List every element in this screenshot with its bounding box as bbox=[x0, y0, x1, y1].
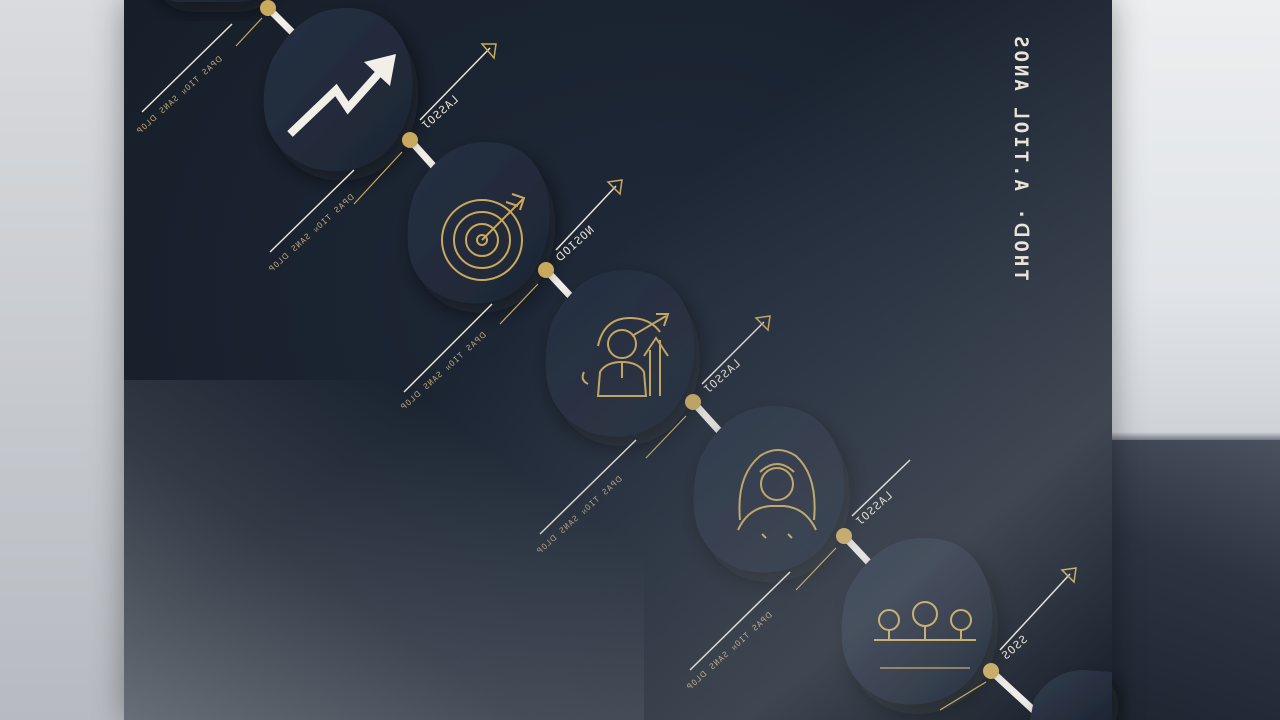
guide-line bbox=[141, 23, 233, 113]
timeline-node bbox=[836, 528, 852, 544]
woman-avatar-icon bbox=[737, 449, 817, 539]
guide-line bbox=[353, 151, 403, 205]
pointer-line bbox=[999, 573, 1071, 651]
timeline-node bbox=[260, 0, 276, 16]
step-label-3: ƖOƧƧA⅃ bbox=[701, 356, 743, 396]
background-wall-left bbox=[0, 0, 124, 720]
guide-line bbox=[403, 303, 493, 393]
step-card-partial-bottom bbox=[1030, 670, 1112, 720]
guide-line bbox=[645, 415, 687, 459]
step-label-5: ƧOƧƧ bbox=[999, 632, 1030, 662]
pointer-arrowhead bbox=[606, 179, 623, 196]
guide-line bbox=[939, 681, 987, 711]
step-card-partial-top bbox=[169, 0, 251, 2]
guide-line bbox=[689, 571, 791, 671]
guide-line bbox=[235, 17, 263, 47]
step-card-5 bbox=[841, 538, 993, 705]
step-caption-4: ꟼO⅃ꓷ ƧИAƧ ᴎOIT ƧAꟼꓷ bbox=[685, 610, 774, 692]
step-caption-3: ꟼO⅃ꓷ ƧИAƧ ᴎOIT ƧAꟼꓷ bbox=[535, 474, 624, 556]
pointer-arrowhead bbox=[754, 315, 771, 332]
guide-line bbox=[539, 439, 637, 535]
step-caption: ꟼO⅃ꓷ ƧИAƧ ᴎOIT ƧAꟼꓷ bbox=[135, 54, 224, 136]
timeline-node bbox=[538, 262, 554, 278]
step-card-4 bbox=[693, 406, 845, 573]
timeline-node bbox=[685, 394, 701, 410]
target-icon bbox=[441, 193, 526, 281]
timeline-node bbox=[983, 663, 999, 679]
pointer-line bbox=[701, 321, 765, 385]
pointer-line bbox=[555, 185, 617, 251]
step-caption-2: ꟼO⅃ꓷ ƧИAƧ ᴎOIT ƧAꟼꓷ bbox=[399, 330, 488, 412]
pointer-arrowhead bbox=[1060, 567, 1077, 584]
growth-arrow-icon bbox=[287, 54, 396, 137]
background-shadow-right bbox=[1112, 440, 1280, 720]
pointer-line bbox=[851, 459, 911, 517]
pointer-line bbox=[419, 47, 491, 121]
guide-line bbox=[795, 547, 837, 591]
team-icon bbox=[874, 601, 976, 669]
person-growth-icon bbox=[581, 313, 670, 397]
timeline-node bbox=[402, 132, 418, 148]
pointer-arrowhead bbox=[480, 43, 497, 60]
step-caption-1: ꟼO⅃ꓷ ƧИAƧ ᴎOIT ƧAꟼꓷ bbox=[267, 192, 356, 274]
guide-line bbox=[499, 283, 539, 325]
guide-line bbox=[269, 169, 355, 253]
poster-title: ƧOИA ⅃OIT.A ·ꓷOHT bbox=[1010, 36, 1032, 284]
